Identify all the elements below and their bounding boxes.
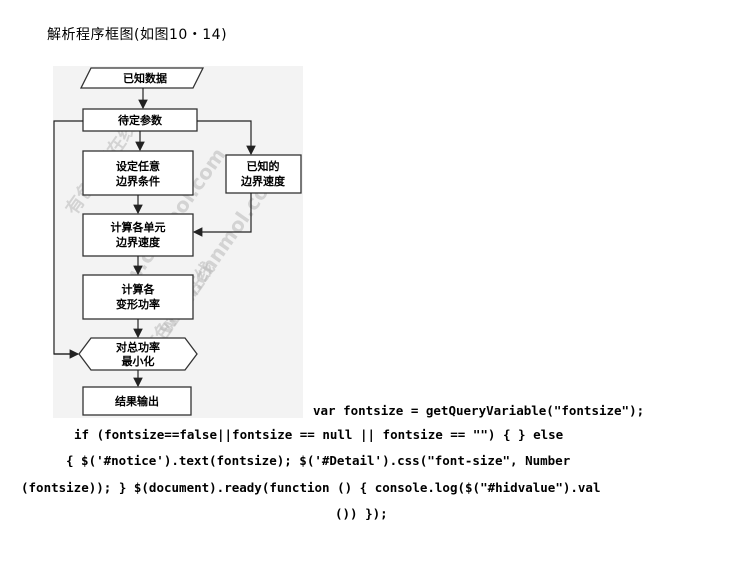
output-node (82, 386, 192, 416)
known-speed-label-2: 边界速度 (240, 174, 286, 188)
known-speed-node (225, 154, 302, 194)
code-line-3: { $('#notice').text(fontsize); $('#Detai… (66, 453, 571, 468)
unit-speed-node (82, 213, 194, 257)
minimize-label-2: 最小化 (122, 354, 155, 368)
known-data-label: 已知数据 (123, 71, 167, 85)
flowchart-figure: www.cnnmol.com www.cnnmol.com 有色金属在线 有色金… (53, 66, 303, 418)
figure-caption: 解析程序框图(如图10・14) (47, 27, 228, 43)
code-line-2: if (fontsize==false||fontsize == null ||… (74, 427, 564, 442)
output-label: 结果输出 (114, 394, 159, 408)
minimize-label-1: 对总功率 (116, 340, 160, 354)
unit-speed-label-1: 计算各单元 (111, 220, 166, 234)
code-line-1: var fontsize = getQueryVariable("fontsiz… (313, 403, 645, 418)
code-line-5: ()) }); (335, 506, 388, 521)
deform-node (82, 274, 194, 320)
flowchart-svg: www.cnnmol.com www.cnnmol.com 有色金属在线 有色金… (53, 67, 302, 416)
known-data-node (79, 67, 205, 89)
deform-label-1: 计算各 (122, 282, 156, 296)
unit-speed-label-2: 边界速度 (115, 235, 161, 249)
boundary-label-2: 边界条件 (115, 174, 160, 188)
boundary-label-1: 设定任意 (116, 159, 160, 173)
deform-label-2: 变形功率 (116, 297, 160, 311)
boundary-node (82, 150, 194, 196)
code-line-4: (fontsize)); } $(document).ready(functio… (21, 480, 601, 495)
params-label: 待定参数 (117, 113, 163, 127)
known-speed-label-1: 已知的 (247, 159, 280, 173)
